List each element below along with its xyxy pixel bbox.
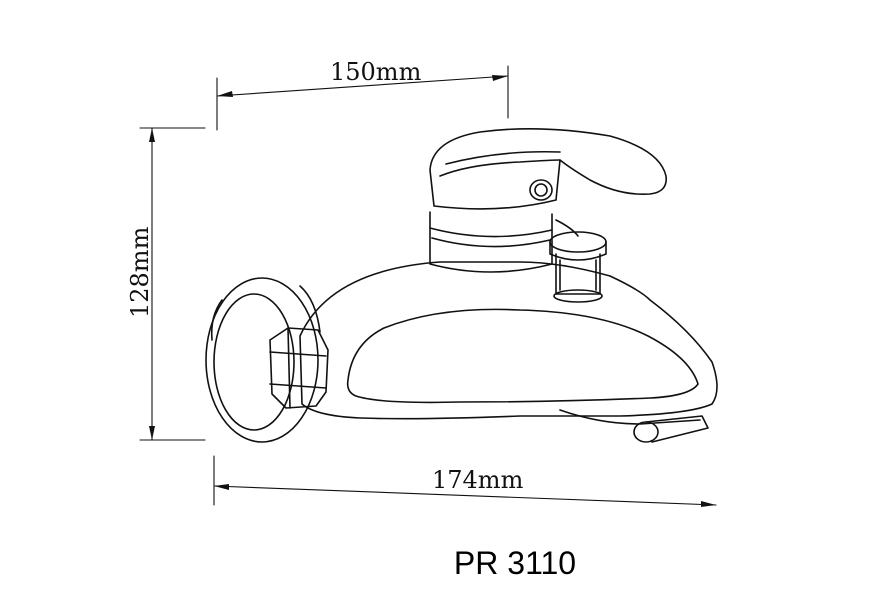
hex-connector-nut [269, 327, 329, 409]
dim-bottom-line [213, 485, 717, 506]
dim-height-arrow-top [149, 128, 155, 142]
dim-bottom-label: 174mm [432, 466, 524, 494]
dimension-height: 128mm [126, 127, 206, 441]
model-number: PR 3110 [453, 545, 577, 581]
dim-bottom-arrow-left [214, 484, 229, 490]
cartridge-base [429, 211, 579, 273]
dimension-width-bottom: 174mm [213, 455, 717, 507]
faucet-body [205, 128, 718, 443]
body-outline [299, 261, 718, 420]
dim-top-line [216, 75, 509, 97]
dim-top-arrow-right [492, 75, 508, 81]
lever-handle [429, 128, 667, 210]
wall-rosette [205, 277, 321, 443]
dim-top-arrow-left [217, 91, 233, 97]
dim-top-label: 150mm [330, 58, 422, 86]
dim-height-label: 128mm [126, 226, 154, 318]
body-inner-recess [346, 308, 699, 404]
dim-height-arrow-bottom [149, 426, 155, 440]
dim-bottom-arrow-right [701, 501, 716, 507]
spout-outlet [559, 409, 709, 443]
dimension-width-top: 150mm [216, 58, 509, 131]
diverter-knob [549, 231, 607, 303]
